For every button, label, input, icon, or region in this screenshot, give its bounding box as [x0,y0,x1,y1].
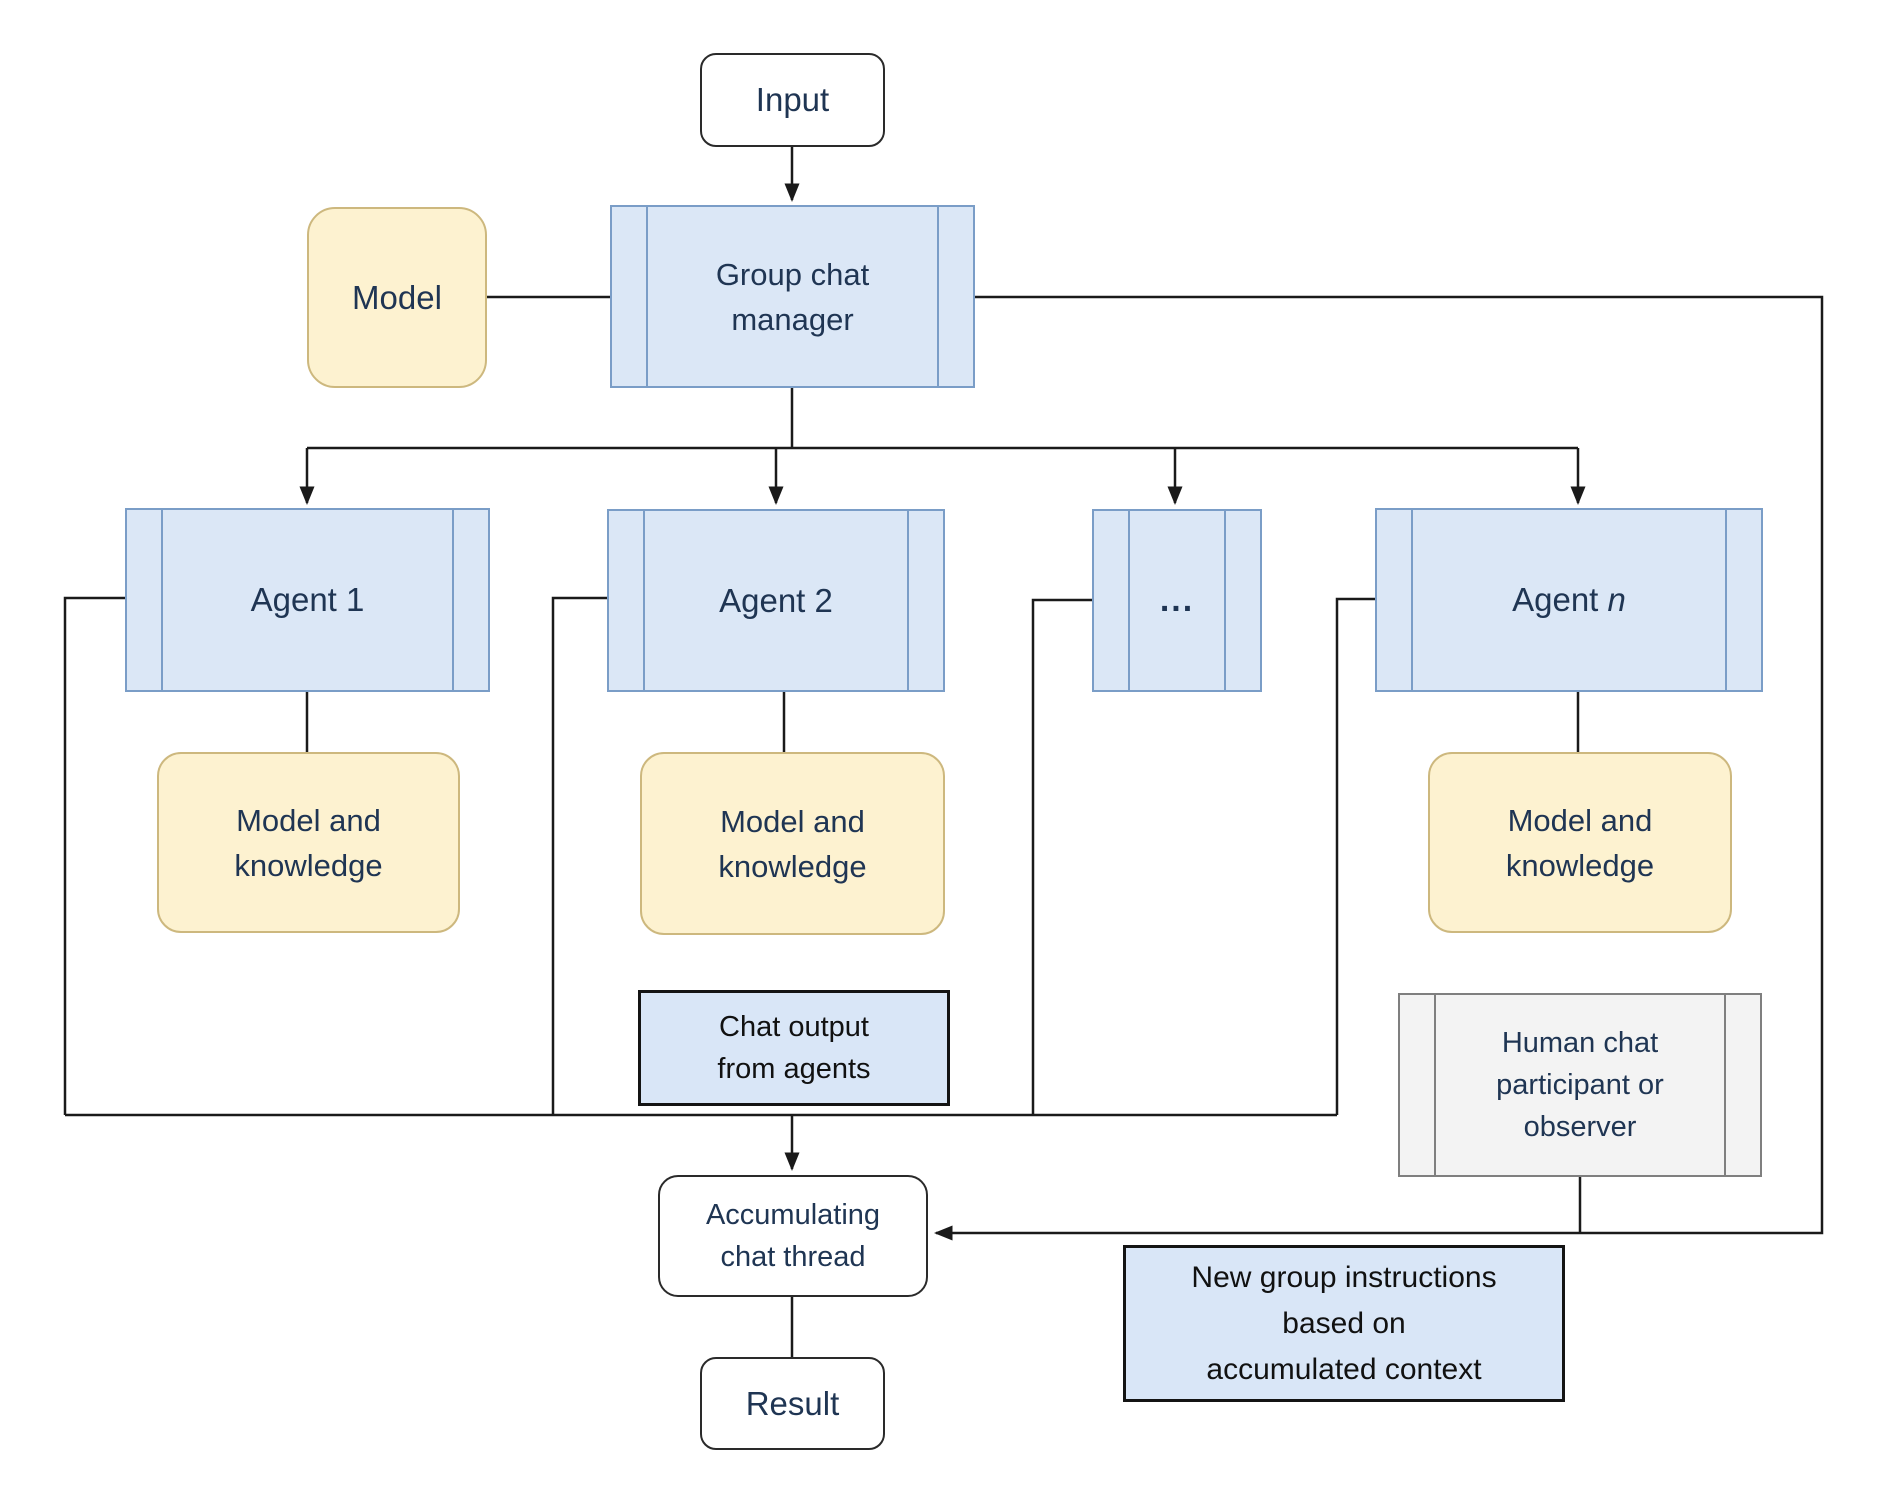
input-label: Input [755,81,830,118]
input-node: Input [700,53,885,147]
accumulating-chat-thread-node: Accumulating chat thread [658,1175,928,1297]
agent-ellipsis-label: ... [1159,581,1195,619]
human-participant-node: Human chat participant or observer [1398,993,1762,1177]
result-label: Result [745,1384,840,1422]
new-group-instructions-label: New group instructions based on accumula… [1191,1260,1497,1386]
group-chat-manager-label: Group chat manager [715,256,870,337]
group-chat-manager-node: Group chat manager [610,205,975,388]
agent-ellipsis-node: ... [1092,509,1262,692]
agent2-label: Agent 2 [719,581,833,619]
chat-output-label: Chat output from agents [717,1011,871,1085]
model-node: Model [307,207,487,388]
model-knowledge-agent-n-node: Model and knowledge [1428,752,1732,933]
loop-agent-ellipsis [1031,598,1092,1115]
agent2-node: Agent 2 [607,509,945,692]
agent1-node: Agent 1 [125,508,490,692]
new-group-instructions-label-box: New group instructions based on accumula… [1123,1245,1565,1402]
model-knowledge-agent2-node: Model and knowledge [640,752,945,935]
agent-n-label: Agent n [1512,581,1626,618]
agent-n-node: Agent n [1375,508,1763,692]
model-label: Model [352,278,442,316]
human-participant-label: Human chat participant or observer [1496,1027,1664,1143]
edge-manager-to-accumulating-feedback [934,295,1824,1241]
model-knowledge-agent1-node: Model and knowledge [157,752,460,933]
result-node: Result [700,1357,885,1450]
accumulating-chat-thread-label: Accumulating chat thread [705,1199,881,1273]
model-knowledge-label: Model and knowledge [718,803,867,884]
model-knowledge-label: Model and knowledge [234,802,383,883]
loop-agent2 [551,596,607,1115]
loop-agent-n [1335,597,1375,1115]
chat-output-label-box: Chat output from agents [638,990,950,1106]
agent1-label: Agent 1 [250,581,365,618]
loop-agent1 [63,596,125,1115]
model-knowledge-label: Model and knowledge [1505,802,1655,883]
